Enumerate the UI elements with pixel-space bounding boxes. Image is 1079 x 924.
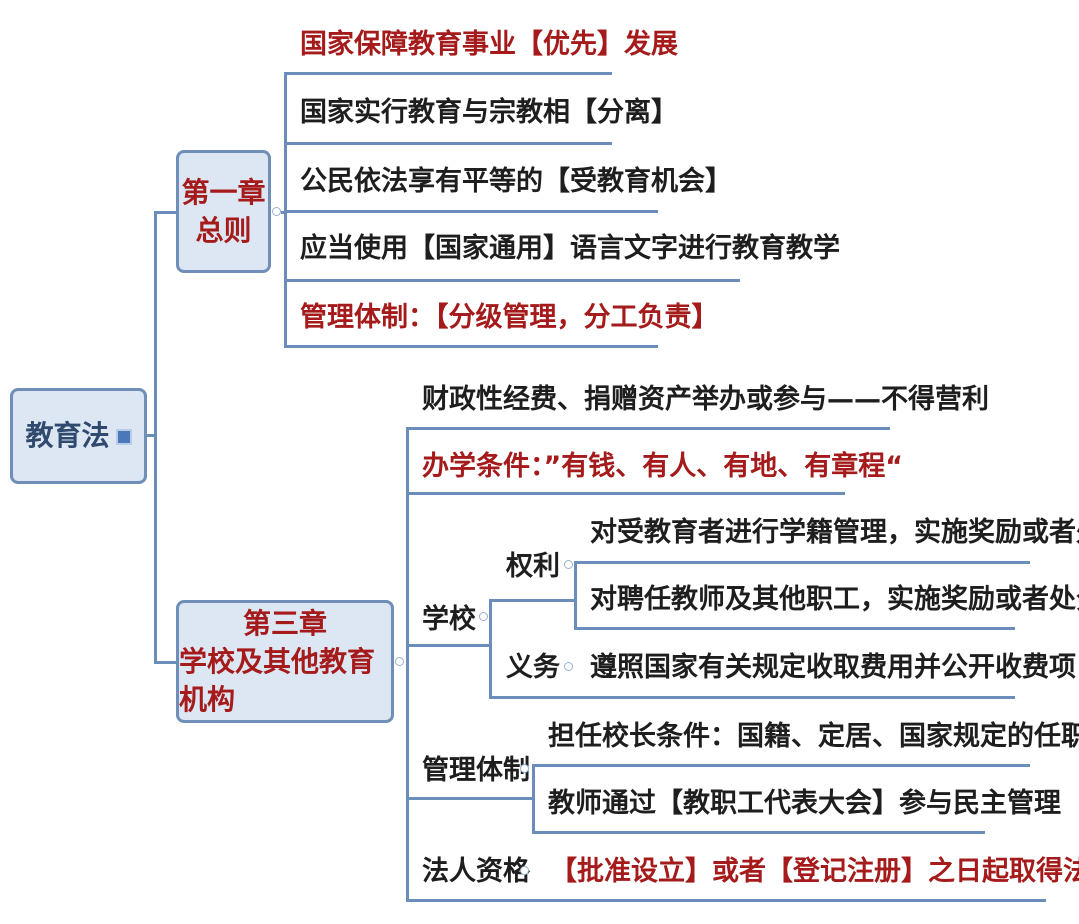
bracket-line — [532, 764, 535, 834]
chapter3-node[interactable]: 第三章 学校及其他教育机构 — [176, 600, 394, 723]
root-label-wrap: 教育法 — [25, 417, 132, 455]
rights-label: 权利 — [506, 551, 560, 582]
underline — [406, 644, 492, 647]
underline — [284, 279, 740, 282]
collapse-toggle[interactable] — [564, 560, 573, 569]
note-icon — [115, 429, 132, 445]
chapter1-node[interactable]: 第一章 总则 — [176, 150, 271, 273]
management-item: 担任校长条件：国籍、定居、国家规定的任职条件 — [548, 721, 1079, 752]
chapter1-item: 国家实行教育与宗教相【分离】 — [300, 97, 678, 128]
underline — [284, 210, 658, 213]
collapse-toggle[interactable] — [564, 662, 573, 671]
chapter1-item: 公民依法享有平等的【受教育机会】 — [300, 166, 732, 197]
underline — [284, 72, 612, 75]
underline — [574, 561, 1030, 564]
conditions-item: 办学条件：”有钱、有人、有地、有章程“ — [422, 451, 903, 482]
connector — [147, 434, 157, 437]
legal-item: 【批准设立】或者【登记注册】之日起取得法人资格 — [550, 856, 1079, 887]
underline — [489, 599, 577, 602]
chapter3-subtitle: 学校及其他教育机构 — [179, 644, 376, 716]
underline — [532, 831, 985, 834]
collapse-toggle[interactable] — [520, 866, 529, 875]
underline — [406, 492, 845, 495]
school-label: 学校 — [422, 604, 476, 635]
chapter1-item: 应当使用【国家通用】语言文字进行教育教学 — [300, 233, 840, 264]
bracket-line — [489, 599, 492, 699]
chapter1-subtitle: 总则 — [195, 213, 252, 247]
underline — [489, 696, 1015, 699]
connector — [154, 661, 176, 664]
underline — [284, 345, 658, 348]
management-label: 管理体制 — [422, 755, 530, 786]
underline — [574, 627, 1015, 630]
duties-label: 义务 — [506, 652, 560, 683]
chapter1-item: 国家保障教育事业【优先】发展 — [300, 29, 678, 60]
rights-item: 对受教育者进行学籍管理，实施奖励或者处分 — [590, 517, 1079, 548]
chapter3-title: 第三章 — [242, 606, 327, 640]
underline — [406, 899, 1046, 902]
underline — [406, 797, 535, 800]
root-label: 教育法 — [25, 419, 110, 452]
chapter1-item: 管理体制：【分级管理，分工负责】 — [300, 302, 719, 333]
funding-item: 财政性经费、捐赠资产举办或参与——不得营利 — [422, 384, 989, 415]
chapter1-title: 第一章 — [181, 175, 266, 209]
collapse-toggle[interactable] — [479, 612, 488, 621]
collapse-toggle[interactable] — [272, 207, 281, 216]
collapse-toggle[interactable] — [520, 764, 529, 773]
rights-item: 对聘任教师及其他职工，实施奖励或者处分 — [590, 584, 1079, 615]
trunk-line — [154, 211, 157, 664]
underline — [284, 142, 612, 145]
bracket-line — [406, 428, 409, 902]
legal-label: 法人资格 — [422, 856, 530, 887]
connector — [154, 211, 176, 214]
root-node[interactable]: 教育法 — [10, 388, 147, 484]
management-item: 教师通过【教职工代表大会】参与民主管理 — [548, 788, 1061, 819]
duties-item: 遵照国家有关规定收取费用并公开收费项目 — [590, 652, 1079, 683]
collapse-toggle[interactable] — [395, 657, 404, 666]
underline — [406, 427, 890, 430]
bracket-line — [574, 561, 577, 630]
underline — [532, 764, 1030, 767]
